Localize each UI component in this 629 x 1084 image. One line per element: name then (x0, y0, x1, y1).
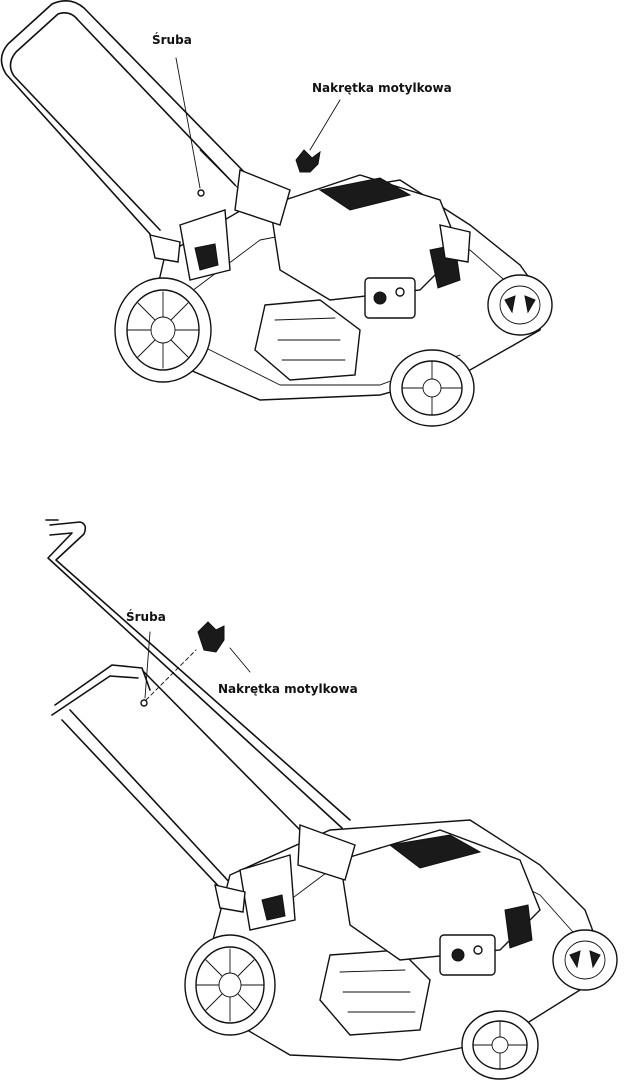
bolt-leader-line (175, 57, 201, 189)
mower-drawing-bottom (45, 519, 618, 1080)
bolt-label: Śruba (126, 610, 166, 624)
bolt-icon (197, 189, 205, 197)
handle-bracket (149, 169, 291, 281)
upper-handle (45, 519, 351, 829)
lower-handle (51, 664, 301, 893)
rear-wheel (114, 277, 212, 383)
wing-nut-icon (197, 621, 225, 653)
mower-handle (0, 0, 251, 235)
wing-nut-label: Nakrętka motylkowa (312, 81, 452, 95)
assembly-diagram-top: Śruba Nakrętka motylkowa (0, 0, 629, 480)
wing-nut-label: Nakrętka motylkowa (218, 682, 358, 696)
wing-nut-leader-line (309, 99, 341, 151)
bolt-label: Śruba (152, 33, 192, 47)
mower-engine (339, 829, 541, 976)
mower-drawing-top (0, 0, 553, 427)
front-right-wheel (487, 274, 553, 336)
wing-nut-icon (295, 149, 321, 173)
front-wheel (389, 349, 475, 427)
assembly-axis-line (145, 649, 197, 701)
handle-bracket (214, 824, 356, 931)
bolt-leader-line (144, 631, 151, 699)
mower-engine (269, 174, 471, 319)
wing-nut-leader-line (229, 647, 251, 673)
front-wheel (461, 1010, 539, 1080)
assembly-diagram-bottom: Śruba Nakrętka motylkowa (0, 500, 629, 1084)
rear-wheel (184, 934, 276, 1036)
bolt-icon (140, 699, 148, 707)
front-right-wheel (552, 929, 618, 991)
